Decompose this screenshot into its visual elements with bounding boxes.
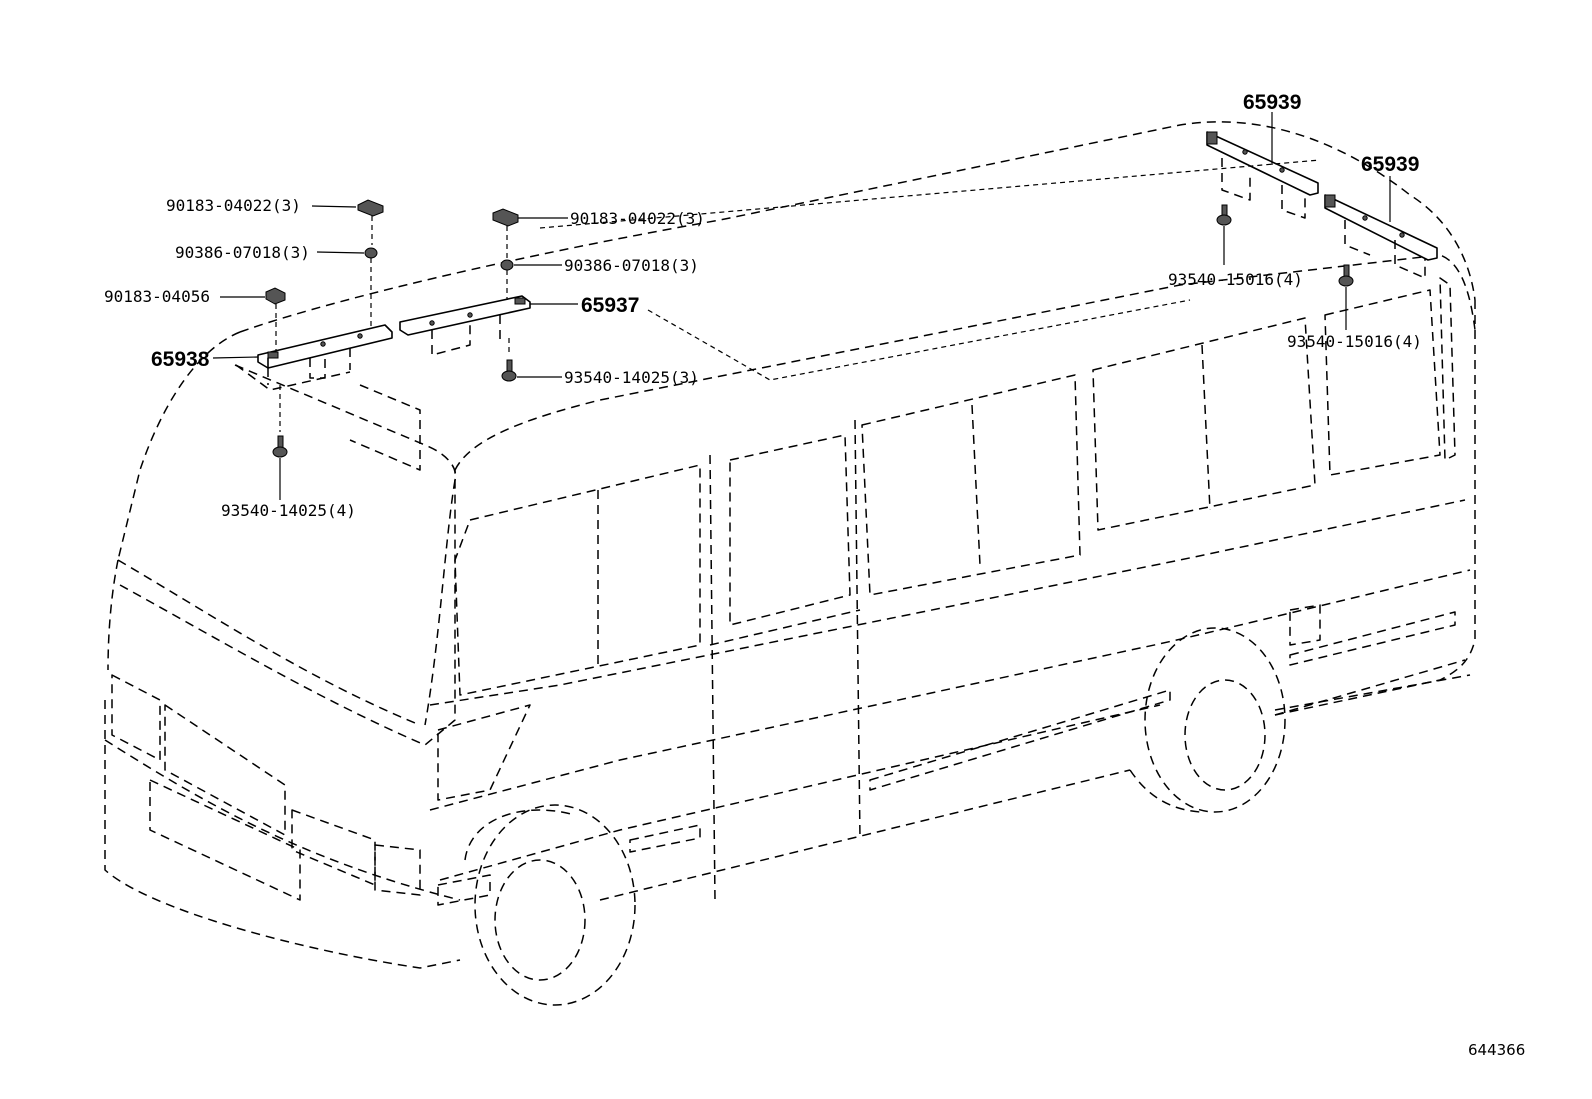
label-90386-07018-left: 90386-07018(3) bbox=[175, 243, 310, 262]
label-65938: 65938 bbox=[151, 348, 210, 371]
screw-93540-15016-b bbox=[1338, 264, 1354, 330]
label-90386-07018-mid: 90386-07018(3) bbox=[564, 256, 699, 275]
diagram-code: 644366 bbox=[1468, 1041, 1525, 1059]
label-65939-a: 65939 bbox=[1243, 91, 1301, 114]
molding-65937 bbox=[399, 295, 531, 356]
screw-93540-15016-a bbox=[1216, 204, 1232, 265]
label-65937: 65937 bbox=[581, 294, 639, 317]
screw-93540-14025-3 bbox=[501, 338, 517, 382]
front-wheel bbox=[464, 804, 636, 1006]
label-93540-15016-a: 93540-15016(4) bbox=[1168, 270, 1303, 289]
clip-90183-04056 bbox=[265, 287, 286, 350]
label-90183-04056: 90183-04056 bbox=[104, 287, 210, 306]
label-90183-04022-mid: 90183-04022(3) bbox=[570, 209, 705, 228]
bus-body bbox=[104, 121, 1476, 1006]
molding-65938 bbox=[235, 324, 393, 391]
label-93540-15016-b: 93540-15016(4) bbox=[1287, 332, 1422, 351]
part-labels: 90183-04022(3) 90386-07018(3) 90183-0405… bbox=[104, 91, 1525, 1059]
label-90183-04022-left: 90183-04022(3) bbox=[166, 196, 301, 215]
clip-90183-04022-mid bbox=[492, 208, 519, 258]
rear-wheel bbox=[1129, 627, 1286, 813]
molding-65939-b bbox=[1324, 194, 1438, 279]
label-93540-14025-3: 93540-14025(3) bbox=[564, 368, 699, 387]
nut-90386-07018-mid bbox=[500, 259, 514, 300]
label-65939-b: 65939 bbox=[1361, 153, 1419, 176]
screw-93540-14025-4 bbox=[272, 385, 288, 500]
clip-90183-04022-left bbox=[357, 199, 384, 245]
label-93540-14025-4: 93540-14025(4) bbox=[221, 501, 356, 520]
leader-lines bbox=[212, 112, 1391, 381]
nut-90386-07018-left bbox=[364, 247, 378, 330]
molding-65939-a bbox=[1206, 131, 1319, 219]
